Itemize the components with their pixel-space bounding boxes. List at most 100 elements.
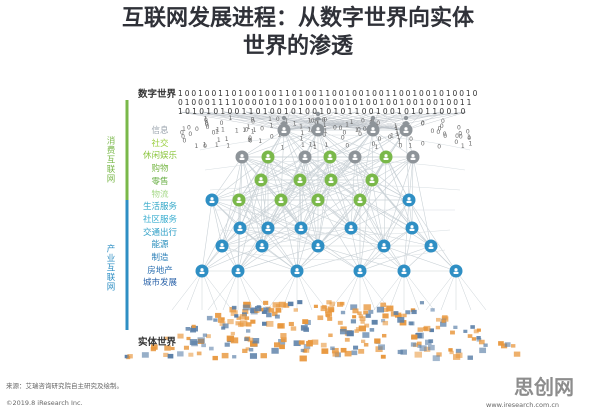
mesh-link [317,156,387,201]
ground-tile [238,322,244,328]
category-item: 城市发展 [142,278,177,289]
consumer-node-icon [365,173,379,187]
binary-bit: 1 [281,144,285,151]
mesh-link [201,111,374,131]
category-item: 社区服务 [142,214,177,225]
binary-bit: 0 [195,126,199,133]
binary-bit: 1 [316,119,320,126]
category-item: 能源 [151,240,169,251]
ground-tile [283,303,290,308]
binary-bit: 0 [458,130,462,137]
mesh-link [304,129,374,158]
ground-tile [263,300,269,305]
ground-tile [428,339,434,344]
binary-bit: 0 [421,120,425,127]
binary-bit: 0 [341,135,345,142]
ground-tile [212,355,218,361]
mesh-link [300,227,385,247]
ground-tile [435,325,441,330]
ground-tile [273,342,281,348]
mesh-link [241,156,263,247]
ground-tile [229,306,237,313]
ground-tile [467,355,473,360]
binary-bit: 0 [203,143,207,150]
mesh-link [354,129,407,158]
binary-bit: 1 [268,116,272,123]
mesh-link [408,199,432,247]
mesh-link [201,227,269,272]
mesh-link [388,270,405,311]
ground-tile [355,327,361,331]
ground-tile [498,341,504,346]
ground-tile [476,337,482,342]
mesh-link [245,111,374,131]
binary-row: 1 0 1 0 1 0 1 0 0 1 1 0 1 0 0 1 0 1 0 0 … [178,107,466,116]
industrial-internet-label: 产业互联网 [105,244,115,292]
category-item: 信息 [151,126,169,136]
ground-tile [337,320,343,325]
binary-bit: 1 [325,142,329,149]
binary-code-field: 1 0 0 1 0 0 1 1 0 1 0 0 1 0 0 1 1 0 1 0 … [178,89,477,151]
ground-tile [448,348,453,352]
consumer-node-icon [293,173,307,187]
binary-bit: 0 [440,123,444,130]
page-title-line2: 世界的渗透 [242,34,353,59]
mesh-link [261,245,298,272]
ground-tile [163,352,169,358]
mesh-link [383,156,387,247]
ground-tile [364,323,370,328]
ground-tile [423,346,431,352]
binary-bit: 1 [374,144,378,151]
physical-world-label: 实体世界 [138,337,177,348]
binary-bit: 1 [467,134,471,141]
mesh-link [221,245,298,272]
binary-bit: 0 [323,117,327,124]
binary-bit: 1 [345,121,349,128]
ground-tile [358,325,367,332]
mesh-link [179,111,285,131]
mesh-link [221,227,302,247]
mesh-link [317,129,356,158]
binary-bit: 1 [247,124,251,131]
binary-bit: 1 [461,143,465,150]
mesh-link [300,199,361,229]
ground-tile [423,325,431,332]
ground-tile [250,308,258,315]
binary-bit: 0 [206,124,210,131]
ground-tile [362,332,370,338]
ground-tile [127,354,133,359]
ground-tile [303,348,310,353]
binary-bit: 0 [245,127,249,134]
binary-bit: 0 [322,117,326,124]
mesh-link [283,111,423,131]
mesh-link [350,227,361,272]
binary-bit: 1 [225,136,229,143]
ground-tile [213,318,218,322]
mesh-link [329,270,361,311]
consumer-node-icon [274,193,288,207]
consumer-node-icon [232,193,246,207]
binary-bit: 1 [215,128,219,135]
mesh-link [383,156,414,247]
ground-tile [262,321,268,326]
binary-bit: 0 [333,124,337,131]
ground-tile [290,326,297,331]
binary-bit: 0 [466,128,470,135]
mesh-link [408,156,414,201]
ground-tile [230,337,239,344]
mesh-link [267,227,319,247]
mesh-link [296,199,319,272]
site-url: www.iresearch.com.cn [486,401,560,409]
mesh-link [405,111,445,131]
industry-node-icon [290,264,304,278]
ground-tile [339,328,347,335]
mesh-link [350,227,432,247]
ground-tile [357,311,362,315]
mesh-link [237,227,241,272]
ground-tile [417,344,422,348]
ground-tile [381,319,386,323]
ground-tile [280,337,287,343]
mesh-arc [224,249,446,261]
mesh-link [455,270,487,311]
ground-tile [352,315,357,319]
